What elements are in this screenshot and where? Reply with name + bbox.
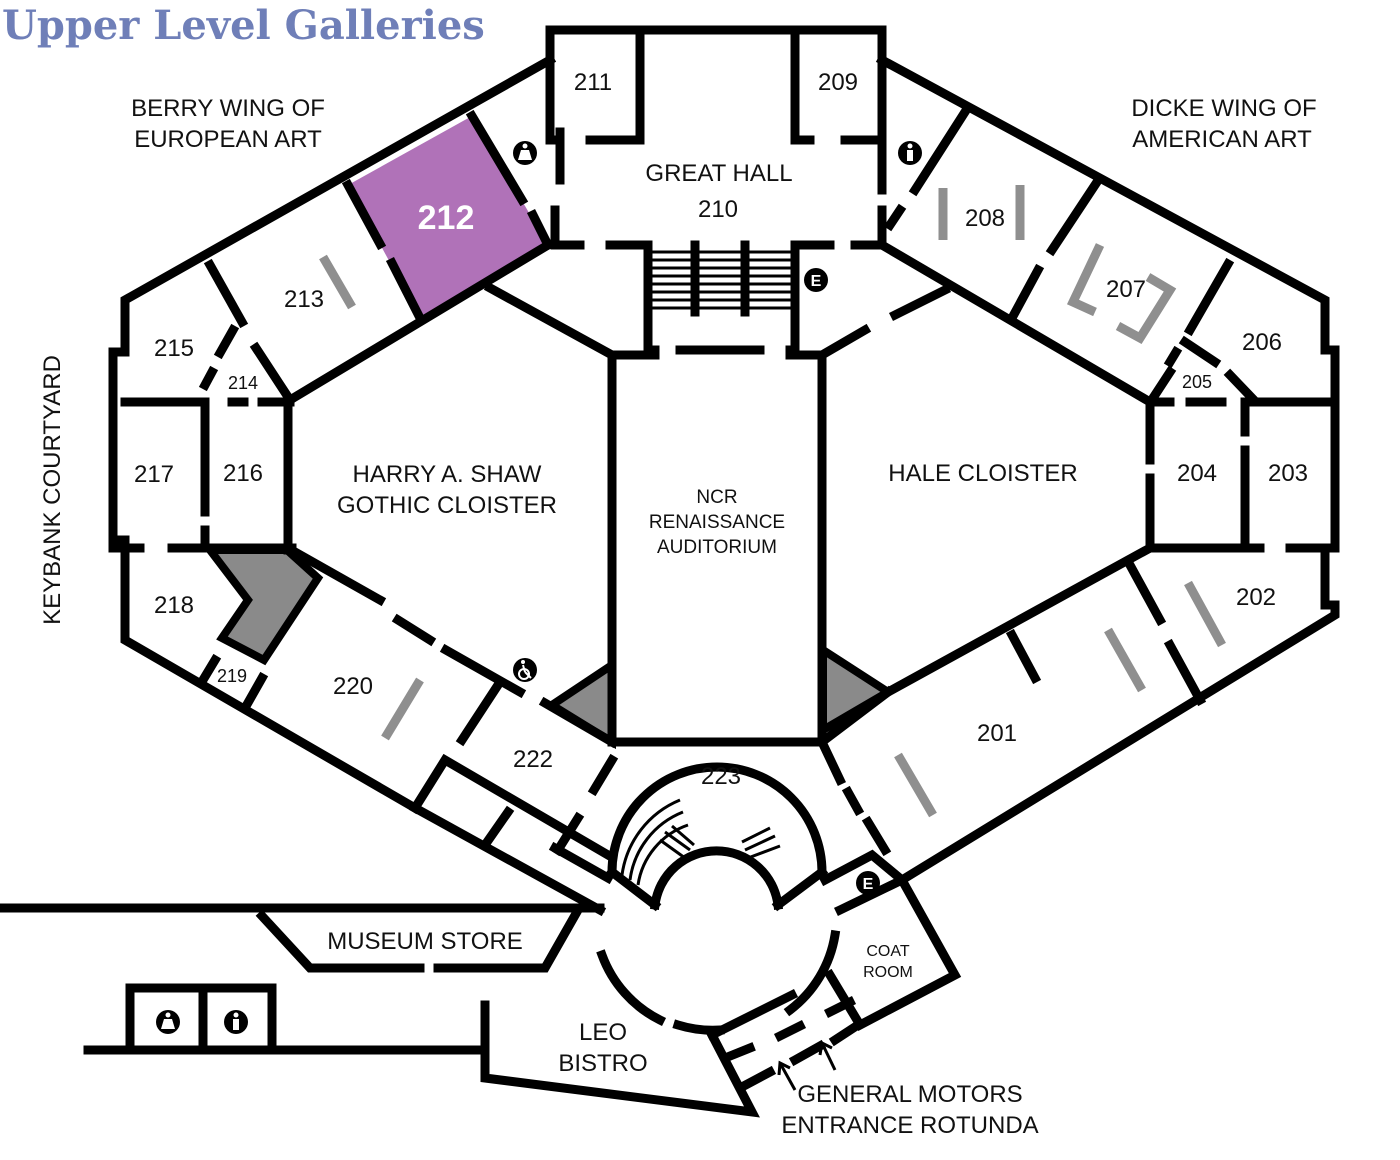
berry-wing-label: BERRY WING OF [131,95,325,122]
room-209-label[interactable]: 209 [818,69,858,96]
room-213-label[interactable]: 213 [284,286,324,313]
room-210-label[interactable]: 210 [698,196,738,223]
room-205-label[interactable]: 205 [1182,372,1212,392]
ncr-auditorium-label[interactable]: NCR [696,487,737,508]
entrance-rotunda-label[interactable]: ENTRANCE ROTUNDA [781,1112,1038,1139]
leo-bistro-label[interactable]: BISTRO [558,1050,647,1077]
restroom-women-icon[interactable] [513,141,537,165]
svg-text:E: E [863,876,874,893]
entrance-rotunda-label[interactable]: GENERAL MOTORS [797,1081,1022,1108]
room-211-label[interactable]: 211 [574,69,612,96]
room-220-label[interactable]: 220 [333,673,373,700]
auditorium-walls [607,350,827,747]
shaded-area-218 [201,546,324,666]
restroom-men-icon[interactable] [224,1010,248,1034]
great-hall-walls [545,25,887,355]
room-206-label[interactable]: 206 [1242,329,1282,356]
svg-text:E: E [811,273,822,290]
elevator-icon[interactable]: E [804,268,828,292]
restroom-men-icon[interactable] [898,141,922,165]
leo-bistro-label[interactable]: LEO [579,1019,627,1046]
room-204-label[interactable]: 204 [1177,460,1217,487]
arrow-icon [777,1060,797,1091]
shaw-cloister-label[interactable]: GOTHIC CLOISTER [337,492,557,519]
elevator-icon[interactable]: E [856,871,880,895]
great-hall-label[interactable]: GREAT HALL [645,160,792,187]
room-222-label[interactable]: 222 [513,746,553,773]
coat-room-label[interactable]: COAT [866,943,909,960]
ncr-auditorium-label[interactable]: AUDITORIUM [657,537,777,558]
museum-store-label[interactable]: MUSEUM STORE [327,928,523,955]
arrow-icon [818,1040,837,1071]
coat-room-label[interactable]: ROOM [863,964,913,981]
room-216-label[interactable]: 216 [223,460,263,487]
shaw-cloister-label[interactable]: HARRY A. SHAW [353,461,542,488]
wheelchair-icon[interactable] [513,658,537,682]
dicke-wing-label: AMERICAN ART [1132,126,1312,153]
restroom-women-icon[interactable] [156,1010,180,1034]
store-walls [0,903,605,1055]
hale-cloister-label[interactable]: HALE CLOISTER [888,460,1077,487]
room-215-label[interactable]: 215 [154,335,194,362]
page-title: Upper Level Galleries [2,2,485,49]
room-203-label[interactable]: 203 [1268,460,1308,487]
east-wing-walls [815,105,1340,857]
room-214-label[interactable]: 214 [228,373,258,393]
berry-wing-label: EUROPEAN ART [134,126,322,153]
display-cases [319,185,1226,818]
room-212-label[interactable]: 212 [418,199,475,237]
room-218-label[interactable]: 218 [154,592,194,619]
shaded-area-shaw [544,657,616,750]
west-wing-walls [108,109,619,917]
keybank-courtyard-label: KEYBANK COURTYARD [39,355,66,625]
room-219-label[interactable]: 219 [217,666,247,686]
room-208-label[interactable]: 208 [965,205,1005,232]
room-223-label[interactable]: 223 [701,763,741,790]
dicke-wing-label: DICKE WING OF [1131,95,1316,122]
room-201-label[interactable]: 201 [977,720,1017,747]
room-217-label[interactable]: 217 [134,461,174,488]
rotunda-walls [480,762,962,1118]
room-202-label[interactable]: 202 [1236,584,1276,611]
ncr-auditorium-label[interactable]: RENAISSANCE [649,512,785,533]
room-207-label[interactable]: 207 [1106,276,1146,303]
